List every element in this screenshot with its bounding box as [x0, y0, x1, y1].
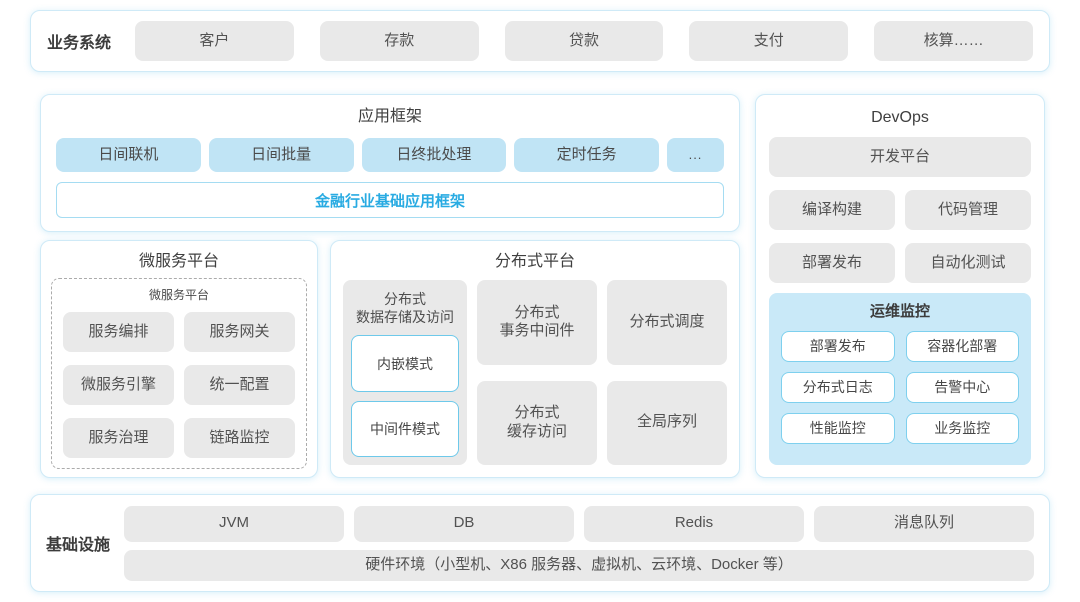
ops-monitoring-box: 部署发布: [781, 331, 895, 362]
data-storage-title-line: 分布式: [384, 291, 426, 307]
infrastructure-box: JVM: [124, 505, 345, 542]
devops-tool-box: 部署发布: [769, 243, 895, 283]
infrastructure-panel: 基础设施 JVM DB Redis 消息队列 硬件环境（小型机、X86 服务器、…: [30, 494, 1050, 592]
devops-panel: DevOps 开发平台 编译构建 代码管理 部署发布 自动化测试 运维监控 部署…: [755, 94, 1045, 478]
app-framework-panel: 应用框架 日间联机 日间批量 日终批处理 定时任务 ... 金融行业基础应用框架: [40, 94, 740, 232]
distributed-cell-transaction-middleware: 分布式 事务中间件: [477, 280, 597, 365]
infrastructure-row: JVM DB Redis 消息队列: [124, 505, 1035, 542]
distributed-title: 分布式平台: [494, 253, 575, 270]
dev-platform-box: 开发平台: [769, 137, 1031, 177]
infrastructure-box: Redis: [584, 505, 805, 542]
distributed-right-column: 分布式调度 全局序列: [607, 280, 727, 465]
business-system-box: 存款: [319, 21, 479, 61]
microservice-box: 统一配置: [184, 365, 295, 405]
distributed-cell-global-sequence: 全局序列: [607, 380, 727, 465]
ops-monitoring-title: 运维监控: [869, 303, 930, 320]
microservice-box: 服务编排: [63, 312, 174, 352]
business-system-box: 贷款: [504, 21, 664, 61]
infrastructure-box: 消息队列: [814, 505, 1035, 542]
business-system-box: 客户: [135, 21, 294, 61]
app-module-more-box: ...: [667, 138, 724, 172]
microservice-box: 服务网关: [184, 312, 295, 352]
business-system-box: 核算……: [874, 21, 1033, 61]
devops-tool-box: 编译构建: [769, 190, 895, 230]
ops-monitoring-box: 分布式日志: [781, 372, 895, 403]
devops-tool-box: 自动化测试: [905, 243, 1031, 283]
app-module-box: 定时任务: [514, 138, 659, 172]
microservice-box: 链路监控: [184, 418, 295, 458]
business-systems-panel: 业务系统 客户 存款 贷款 支付 核算……: [30, 10, 1050, 72]
devops-tools-grid: 编译构建 代码管理 部署发布 自动化测试: [769, 190, 1031, 283]
infrastructure-box: DB: [354, 505, 575, 542]
ops-monitoring-panel: 运维监控 部署发布 容器化部署 分布式日志 告警中心 性能监控 业务监控: [769, 293, 1031, 465]
app-framework-title: 应用框架: [357, 108, 422, 125]
cell-text-line: 事务中间件: [499, 322, 575, 340]
microservice-title: 微服务平台: [138, 253, 219, 270]
distributed-body: 分布式 数据存储及访问 内嵌模式 中间件模式 分布式 事务中间件 分布式 缓存访…: [343, 280, 727, 465]
storage-mode-box: 中间件模式: [351, 400, 459, 457]
microservice-box: 微服务引擎: [63, 365, 174, 405]
infrastructure-label: 基础设施: [46, 537, 111, 554]
app-module-box: 日间批量: [208, 138, 354, 172]
data-storage-title: 分布式 数据存储及访问: [351, 290, 459, 326]
distributed-middle-column: 分布式 事务中间件 分布式 缓存访问: [477, 280, 597, 465]
cell-text-line: 分布式: [514, 303, 560, 321]
ops-monitoring-box: 告警中心: [905, 372, 1019, 403]
data-storage-title-line: 数据存储及访问: [356, 309, 454, 326]
microservice-inner-title: 微服务平台: [148, 288, 209, 302]
microservice-grid: 服务编排 服务网关 微服务引擎 统一配置 服务治理 链路监控: [63, 312, 295, 458]
ops-monitoring-box: 容器化部署: [905, 331, 1019, 362]
hardware-env-box: 硬件环境（小型机、X86 服务器、虚拟机、云环境、Docker 等）: [124, 549, 1034, 581]
infrastructure-content: JVM DB Redis 消息队列 硬件环境（小型机、X86 服务器、虚拟机、云…: [124, 505, 1035, 581]
devops-title: DevOps: [871, 109, 929, 126]
ops-monitoring-grid: 部署发布 容器化部署 分布式日志 告警中心 性能监控 业务监控: [781, 331, 1019, 444]
business-system-box: 支付: [689, 21, 849, 61]
microservice-panel: 微服务平台 微服务平台 服务编排 服务网关 微服务引擎 统一配置 服务治理 链路…: [40, 240, 318, 478]
devops-tool-box: 代码管理: [905, 190, 1031, 230]
cell-text-line: 分布式: [514, 404, 560, 421]
distributed-cell-cache-access: 分布式 缓存访问: [477, 380, 597, 465]
data-storage-box: 分布式 数据存储及访问 内嵌模式 中间件模式: [343, 280, 467, 465]
ops-monitoring-box: 业务监控: [905, 413, 1019, 444]
ops-monitoring-box: 性能监控: [781, 413, 895, 444]
app-module-box: 日间联机: [56, 138, 201, 172]
app-framework-modules-row: 日间联机 日间批量 日终批处理 定时任务 ...: [56, 138, 724, 172]
business-systems-row: 客户 存款 贷款 支付 核算……: [135, 21, 1033, 61]
microservice-inner-group: 微服务平台 服务编排 服务网关 微服务引擎 统一配置 服务治理 链路监控: [51, 278, 307, 469]
app-module-box: 日终批处理: [361, 138, 507, 172]
distributed-cell-scheduling: 分布式调度: [607, 280, 727, 365]
distributed-panel: 分布式平台 分布式 数据存储及访问 内嵌模式 中间件模式 分布式 事务中间件 分…: [330, 240, 740, 478]
business-systems-label: 业务系统: [47, 35, 112, 52]
microservice-box: 服务治理: [63, 418, 174, 458]
storage-mode-box: 内嵌模式: [351, 335, 459, 392]
cell-text-line: 缓存访问: [506, 422, 567, 440]
base-framework-box: 金融行业基础应用框架: [56, 182, 724, 218]
